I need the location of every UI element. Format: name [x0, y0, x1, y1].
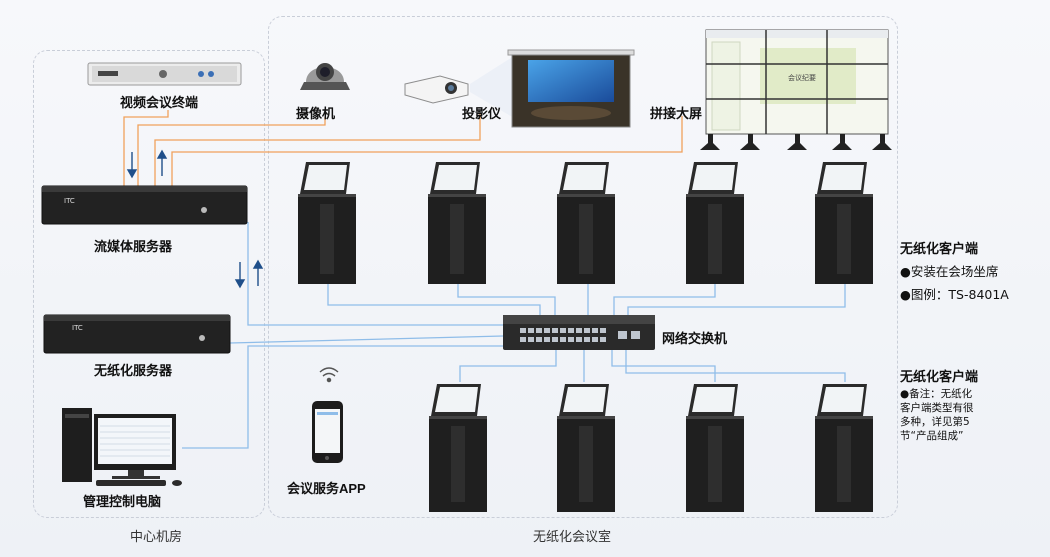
- camera-label: 摄像机: [296, 106, 336, 121]
- client-terminal: [429, 384, 487, 512]
- client-terminals: [298, 162, 873, 512]
- center-room-label: 中心机房: [130, 529, 183, 544]
- client-terminal: [815, 384, 873, 512]
- blue-cables: [182, 222, 846, 449]
- video-wall-device: [700, 29, 892, 150]
- cable-stream-switch: [247, 222, 503, 326]
- meeting-room-zone: [268, 16, 898, 518]
- cable-client1: [327, 283, 541, 315]
- wall-screen-text: 会议纪要: [788, 73, 816, 82]
- switch-label: 网络交换机: [662, 331, 728, 346]
- paperless-server-device: ITC: [43, 314, 231, 354]
- cable-client9: [625, 350, 846, 382]
- client-terminal: [557, 384, 615, 512]
- cable-client5: [627, 283, 846, 315]
- client-note-2-line1: ●备注：无纸化: [900, 388, 973, 400]
- app-label: 会议服务APP: [287, 481, 366, 496]
- cable-wall-stream: [171, 116, 683, 186]
- client-terminal: [298, 162, 356, 284]
- client-note-2-line4: 节“产品组成”: [900, 430, 964, 442]
- client-note-2-title: 无纸化客户端: [900, 370, 979, 385]
- client-note-2-line2: 客户端类型有很: [900, 402, 974, 414]
- client-note-1-line2: ●图例：TS-8401A: [900, 287, 1009, 302]
- projector-label: 投影仪: [462, 106, 502, 121]
- client-terminal: [686, 384, 744, 512]
- video-terminal-label: 视频会议终端: [120, 95, 199, 110]
- orange-cables: [123, 110, 683, 186]
- client-note-2-line3: 多种，详见第5: [900, 416, 970, 428]
- stream-server-device: ITC: [41, 185, 248, 225]
- client-terminal: [686, 162, 744, 284]
- projector-device: [404, 56, 514, 118]
- client-note-2: 无纸化客户端 ●备注：无纸化 客户端类型有很 多种，详见第5 节“产品组成”: [900, 366, 978, 443]
- video-terminal-device: [87, 62, 242, 86]
- cable-terminal-stream: [123, 110, 169, 186]
- wifi-icon: [319, 367, 339, 383]
- cable-paperless-switch: [229, 335, 504, 344]
- client-note-1-line1: ●安装在会场坐席: [900, 264, 999, 279]
- client-note-1: 无纸化客户端 ●安装在会场坐席 ●图例：TS-8401A: [900, 238, 1009, 303]
- meeting-room-label: 无纸化会议室: [533, 529, 612, 544]
- client-terminal: [815, 162, 873, 284]
- management-pc-device: [62, 408, 182, 486]
- cable-client6: [459, 350, 557, 382]
- svg-text:ITC: ITC: [72, 324, 83, 332]
- network-switch-device: [503, 315, 655, 350]
- client-terminal: [428, 162, 486, 284]
- client-note-1-title: 无纸化客户端: [900, 242, 979, 257]
- cable-client2: [457, 283, 556, 315]
- flow-arrows: [126, 149, 264, 289]
- cable-camera-stream: [137, 117, 326, 186]
- center-room-zone: [33, 50, 265, 518]
- video-wall-label: 拼接大屏: [650, 106, 703, 121]
- camera-device: [300, 63, 350, 90]
- cable-pc-switch: [182, 345, 503, 449]
- phone-device: [312, 401, 343, 463]
- mgmt-pc-label: 管理控制电脑: [83, 494, 162, 509]
- cable-projector-stream: [154, 113, 481, 186]
- svg-text:ITC: ITC: [64, 197, 75, 205]
- stream-server-label: 流媒体服务器: [94, 239, 173, 254]
- projection-screen: [507, 49, 635, 128]
- paperless-server-label: 无纸化服务器: [94, 363, 173, 378]
- cable-client4: [613, 283, 716, 315]
- client-terminal: [557, 162, 615, 284]
- cable-client8: [611, 350, 716, 382]
